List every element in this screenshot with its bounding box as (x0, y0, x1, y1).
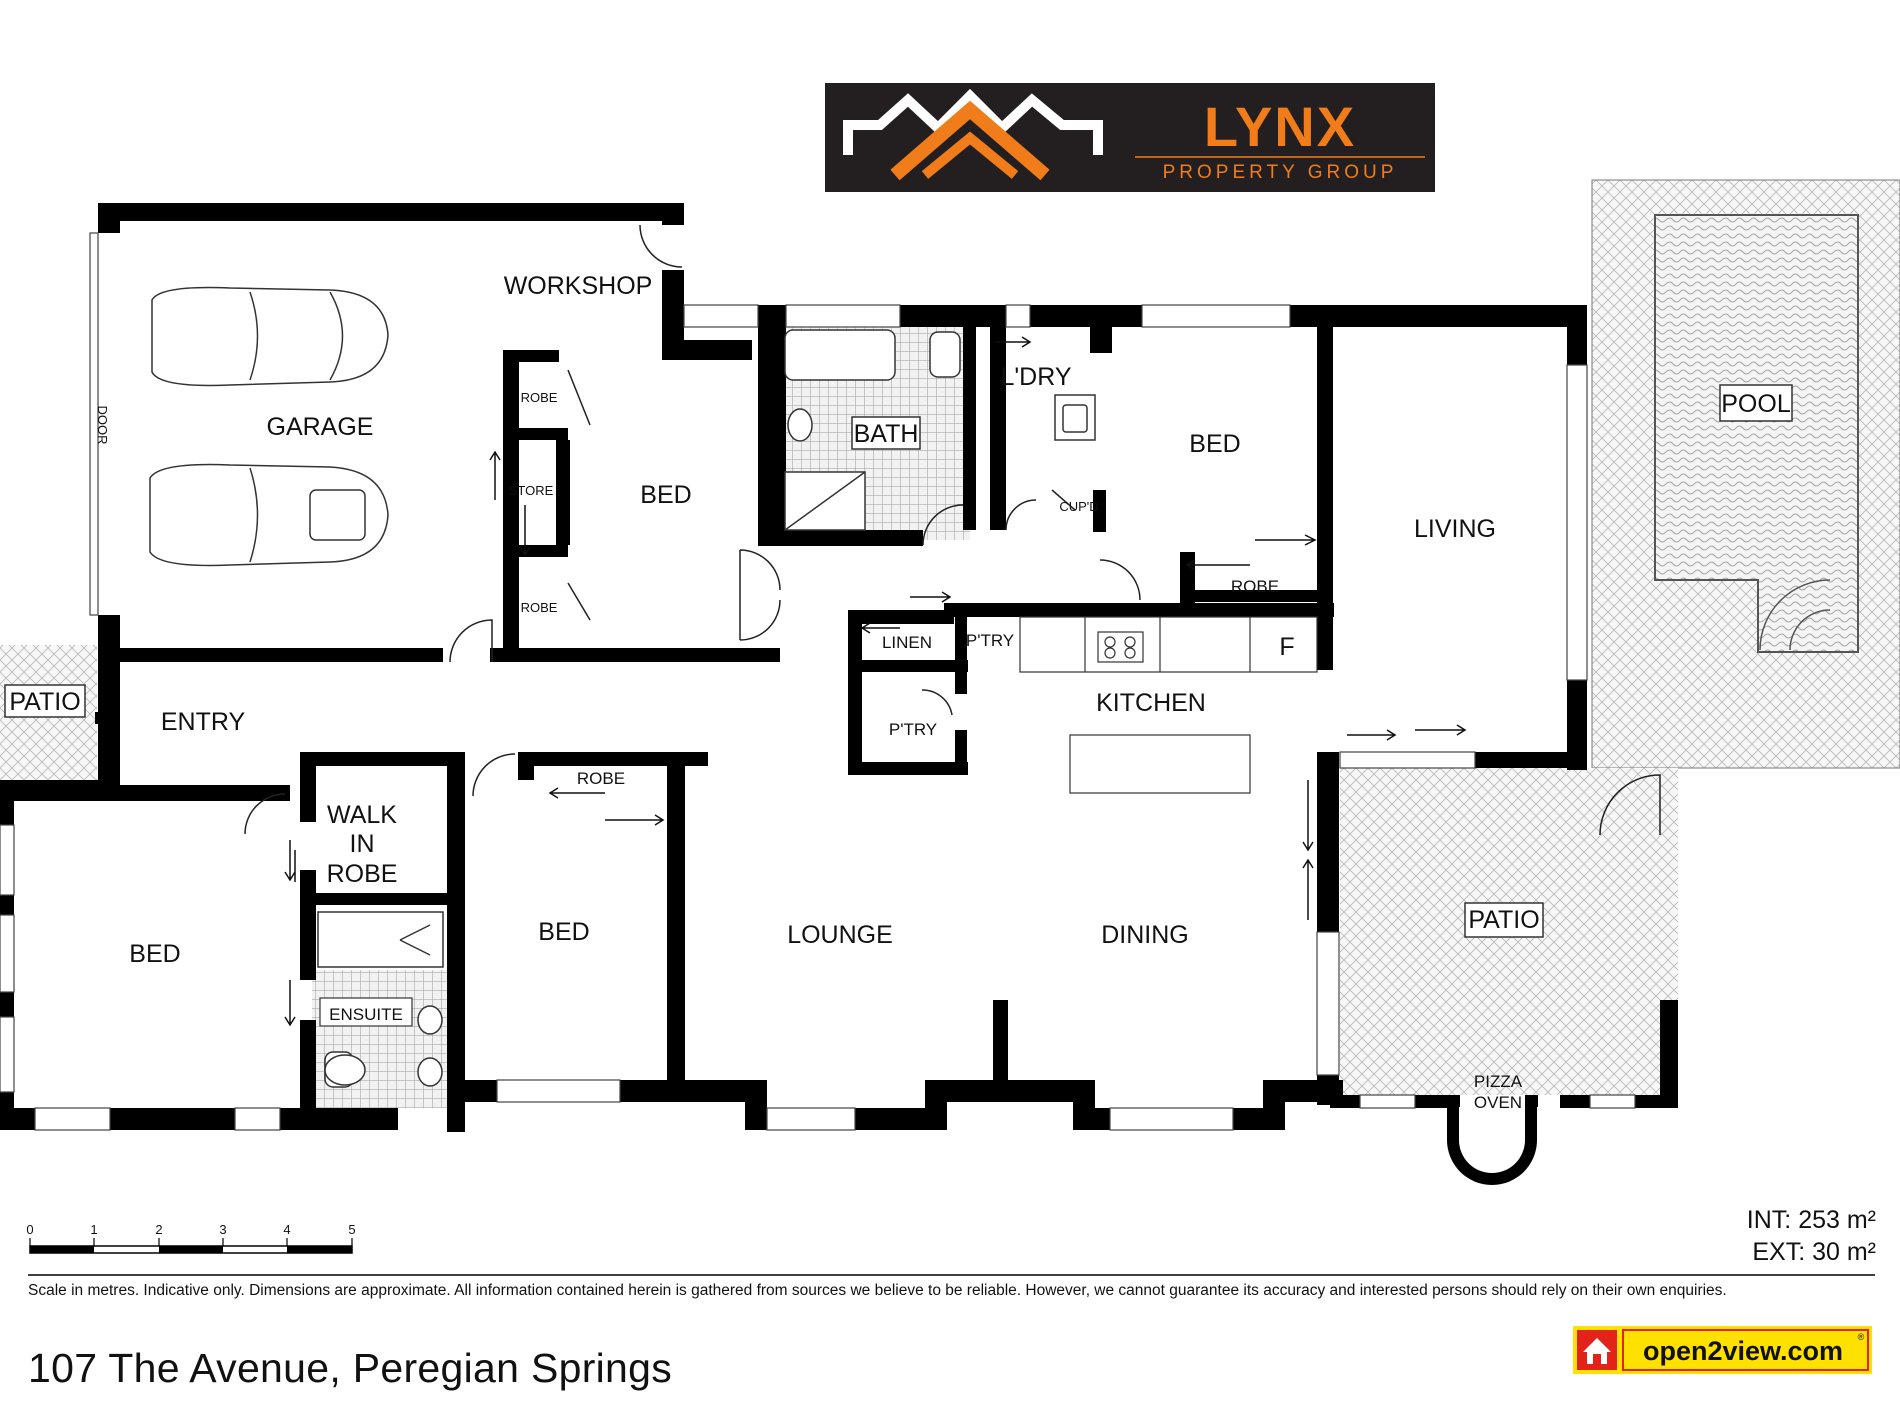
open2view-text: open2view.com (1643, 1336, 1843, 1366)
room-label-robe-bed4: ROBE (577, 769, 625, 788)
doors (244, 224, 1661, 836)
room-label-garage: GARAGE (267, 413, 374, 441)
scale-bar: 0 1 2 3 4 5 (26, 1222, 356, 1254)
walls (0, 203, 1678, 1185)
room-label-pantry-1: P'TRY (966, 631, 1014, 650)
room-label-living: LIVING (1414, 515, 1496, 543)
scale-tick-label: 2 (155, 1222, 162, 1237)
left-patio: PATIO (0, 645, 97, 780)
bath-fixtures (317, 329, 1096, 1088)
scale-tick-label: 5 (348, 1222, 355, 1237)
room-label-laundry: L'DRY (1000, 363, 1071, 391)
property-address: 107 The Avenue, Peregian Springs (28, 1345, 673, 1391)
room-label-bed-2: BED (1189, 430, 1240, 458)
open2view-logo: open2view.com ® (1573, 1326, 1872, 1374)
room-label-store: STORE (509, 483, 554, 498)
lynx-logo: LYNX PROPERTY GROUP (825, 83, 1435, 192)
scale-tick-label: 3 (219, 1222, 226, 1237)
scale-tick-label: 1 (90, 1222, 97, 1237)
kitchen-fixtures (1019, 616, 1318, 794)
area-external: EXT: 30 m² (1752, 1238, 1876, 1266)
room-label-entry: ENTRY (161, 708, 246, 736)
pool-area: POOL (1591, 179, 1900, 769)
room-label-bed-4: BED (129, 940, 180, 968)
registered-mark: ® (1858, 1332, 1865, 1342)
room-label-pantry-2: P'TRY (889, 720, 937, 739)
room-label-bed-3: BED (538, 918, 589, 946)
car-icon (149, 286, 389, 567)
room-label-dining: DINING (1101, 921, 1189, 949)
room-label-walk-in-robe-2: IN (350, 830, 375, 858)
scale-tick-label: 4 (283, 1222, 290, 1237)
brand-tagline: PROPERTY GROUP (1163, 162, 1398, 183)
garage-door-label: DOOR (95, 406, 110, 445)
room-label-robe-bed2: ROBE (1231, 577, 1279, 596)
room-label-fridge: F (1279, 633, 1294, 661)
brand-name: LYNX (1204, 95, 1356, 158)
room-label-bed-1: BED (640, 481, 691, 509)
room-label-pool: POOL (1721, 390, 1791, 418)
room-label-workshop: WORKSHOP (504, 272, 653, 300)
entry-arrow-icon (95, 705, 120, 731)
room-label-robe-lower: ROBE (521, 600, 558, 615)
room-label-linen: LINEN (882, 633, 932, 652)
room-label-kitchen: KITCHEN (1096, 689, 1206, 717)
disclaimer-text: Scale in metres. Indicative only. Dimens… (28, 1282, 1727, 1299)
room-label-lounge: LOUNGE (787, 921, 893, 949)
room-label-patio-left: PATIO (9, 688, 80, 716)
windows (0, 232, 1636, 1131)
room-label-robe-upper: ROBE (521, 390, 558, 405)
scale-tick-label: 0 (26, 1222, 33, 1237)
room-label-walk-in-robe-3: ROBE (327, 860, 398, 888)
room-label-ensuite: ENSUITE (329, 1005, 403, 1024)
room-label-bath: BATH (854, 420, 919, 448)
right-patio: PATIO (1340, 768, 1678, 1095)
robe-rails (284, 336, 1467, 1027)
room-label-pizza-oven-2: OVEN (1474, 1093, 1522, 1112)
room-label-cupboard: CUP'D (1059, 499, 1098, 514)
room-label-pizza-oven-1: PIZZA (1474, 1072, 1523, 1091)
area-internal: INT: 253 m² (1746, 1206, 1876, 1234)
room-label-patio-right: PATIO (1468, 906, 1539, 934)
room-label-walk-in-robe-1: WALK (327, 801, 397, 829)
